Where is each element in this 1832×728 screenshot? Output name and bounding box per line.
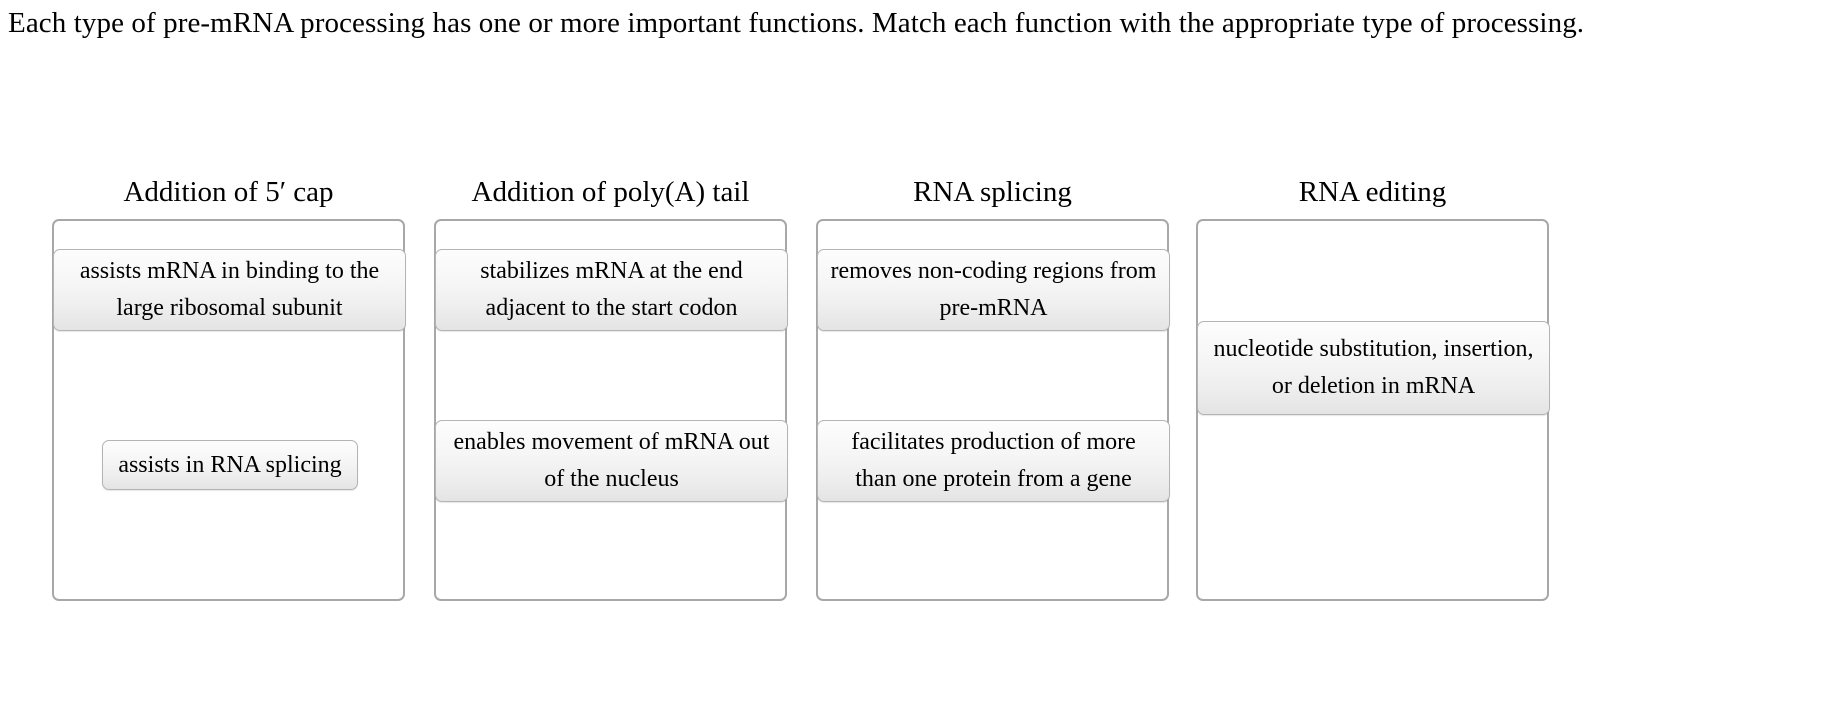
- category-column-rna-splicing: RNA splicing removes non-coding regions …: [816, 175, 1170, 601]
- draggable-tile[interactable]: removes non-coding regions from pre-mRNA: [817, 249, 1170, 331]
- draggable-tile[interactable]: facilitates production of more than one …: [817, 420, 1170, 502]
- tile-label: nucleotide substitution, insertion, or d…: [1213, 336, 1534, 399]
- draggable-tile[interactable]: assists mRNA in binding to the large rib…: [53, 249, 406, 331]
- tile-label: assists mRNA in binding to the large rib…: [79, 258, 380, 321]
- tile-label: assists in RNA splicing: [118, 451, 342, 478]
- draggable-tile[interactable]: nucleotide substitution, insertion, or d…: [1197, 321, 1550, 415]
- dropzone-0[interactable]: assists mRNA in binding to the large rib…: [52, 219, 406, 601]
- tile-label: facilitates production of more than one …: [851, 429, 1136, 492]
- dropzone-1[interactable]: stabilizes mRNA at the end adjacent to t…: [434, 219, 788, 601]
- tile-label: stabilizes mRNA at the end adjacent to t…: [480, 258, 743, 321]
- category-column-addition-of-poly-a-tail: Addition of poly(A) tail stabilizes mRNA…: [434, 175, 788, 601]
- draggable-tile[interactable]: assists in RNA splicing: [102, 440, 358, 490]
- matching-columns: Addition of 5′ cap assists mRNA in bindi…: [0, 175, 1832, 635]
- dropzone-3[interactable]: nucleotide substitution, insertion, or d…: [1196, 219, 1550, 601]
- category-column-rna-editing: RNA editing nucleotide substitution, ins…: [1196, 175, 1550, 601]
- dropzone-2[interactable]: removes non-coding regions from pre-mRNA…: [816, 219, 1170, 601]
- draggable-tile[interactable]: enables movement of mRNA out of the nucl…: [435, 420, 788, 502]
- tile-label: removes non-coding regions from pre-mRNA: [830, 258, 1157, 321]
- draggable-tile[interactable]: stabilizes mRNA at the end adjacent to t…: [435, 249, 788, 331]
- category-column-addition-of-5-cap: Addition of 5′ cap assists mRNA in bindi…: [52, 175, 406, 601]
- category-header-0: Addition of 5′ cap: [123, 176, 334, 208]
- category-header-1: Addition of poly(A) tail: [471, 176, 750, 208]
- instruction-text: Each type of pre-mRNA processing has one…: [8, 7, 1585, 39]
- category-header-2: RNA splicing: [913, 176, 1072, 208]
- category-header-3: RNA editing: [1298, 176, 1447, 208]
- tile-label: enables movement of mRNA out of the nucl…: [453, 429, 770, 492]
